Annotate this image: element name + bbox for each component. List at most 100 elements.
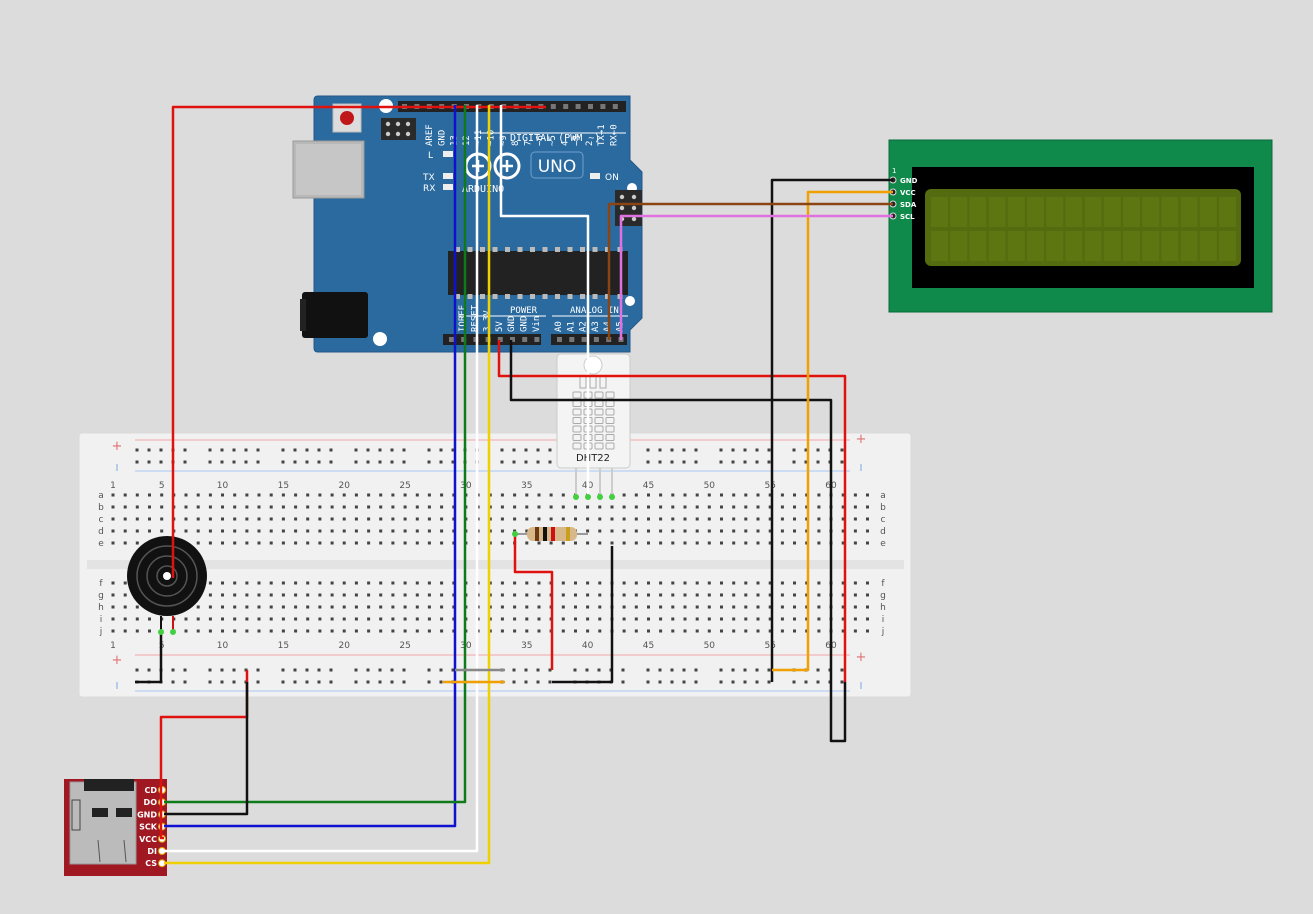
breadboard-hole[interactable] [805, 581, 809, 585]
rail-hole[interactable] [147, 460, 151, 464]
breadboard-hole[interactable] [196, 493, 200, 497]
breadboard-hole[interactable] [817, 593, 821, 597]
breadboard-hole[interactable] [330, 617, 334, 621]
breadboard-hole[interactable] [330, 605, 334, 609]
breadboard-hole[interactable] [634, 605, 638, 609]
breadboard-hole[interactable] [233, 505, 237, 509]
breadboard-hole[interactable] [756, 541, 760, 545]
breadboard-hole[interactable] [500, 529, 504, 533]
breadboard-hole[interactable] [683, 541, 687, 545]
breadboard-hole[interactable] [537, 541, 541, 545]
breadboard-hole[interactable] [488, 493, 492, 497]
breadboard-hole[interactable] [427, 493, 431, 497]
breadboard-hole[interactable] [391, 581, 395, 585]
rail-hole[interactable] [755, 680, 759, 684]
rail-hole[interactable] [147, 668, 151, 672]
breadboard-hole[interactable] [148, 517, 151, 521]
breadboard-hole[interactable] [780, 593, 784, 597]
rail-hole[interactable] [767, 460, 771, 464]
breadboard-hole[interactable] [330, 541, 334, 545]
breadboard-hole[interactable] [634, 581, 638, 585]
breadboard-hole[interactable] [768, 505, 772, 509]
breadboard-hole[interactable] [306, 593, 310, 597]
rail-hole[interactable] [524, 448, 528, 452]
breadboard-hole[interactable] [135, 517, 139, 521]
breadboard-hole[interactable] [683, 505, 687, 509]
breadboard-hole[interactable] [841, 541, 845, 545]
breadboard-hole[interactable] [318, 617, 322, 621]
rail-hole[interactable] [755, 668, 759, 672]
breadboard-hole[interactable] [354, 605, 358, 609]
breadboard-hole[interactable] [500, 493, 504, 497]
wire-orange-lcd-vcc[interactable] [772, 190, 893, 672]
breadboard-hole[interactable] [732, 605, 736, 609]
breadboard-hole[interactable] [574, 605, 577, 609]
breadboard-hole[interactable] [622, 617, 626, 621]
rail-hole[interactable] [378, 680, 382, 684]
breadboard-hole[interactable] [695, 505, 699, 509]
breadboard-hole[interactable] [269, 581, 273, 585]
breadboard-hole[interactable] [233, 529, 237, 533]
header-hole[interactable] [575, 104, 581, 109]
header-hole[interactable] [588, 104, 593, 109]
breadboard-hole[interactable] [659, 581, 663, 585]
rail-hole[interactable] [694, 668, 698, 672]
breadboard-hole[interactable] [586, 505, 590, 509]
rail-hole[interactable] [719, 680, 723, 684]
breadboard-hole[interactable] [379, 629, 383, 633]
breadboard-hole[interactable] [294, 581, 298, 585]
breadboard-hole[interactable] [720, 593, 723, 597]
breadboard-hole[interactable] [866, 517, 869, 521]
rail-hole[interactable] [731, 460, 735, 464]
breadboard-hole[interactable] [269, 617, 273, 621]
header-hole[interactable] [449, 337, 454, 342]
header-hole[interactable] [600, 104, 606, 109]
breadboard-hole[interactable] [598, 505, 602, 509]
breadboard-hole[interactable] [513, 629, 517, 633]
header-hole[interactable] [563, 104, 569, 109]
breadboard-hole[interactable] [221, 593, 224, 597]
breadboard-hole[interactable] [720, 505, 723, 509]
rail-hole[interactable] [536, 460, 540, 464]
breadboard-hole[interactable] [659, 505, 663, 509]
breadboard-hole[interactable] [488, 529, 492, 533]
breadboard-hole[interactable] [184, 517, 188, 521]
rail-hole[interactable] [658, 460, 662, 464]
breadboard-hole[interactable] [634, 505, 638, 509]
rail-hole[interactable] [670, 460, 674, 464]
rail-hole[interactable] [719, 460, 723, 464]
breadboard-hole[interactable] [306, 541, 310, 545]
rail-hole[interactable] [536, 448, 540, 452]
breadboard-hole[interactable] [208, 593, 212, 597]
breadboard-hole[interactable] [354, 593, 358, 597]
breadboard-hole[interactable] [598, 593, 602, 597]
rail-hole[interactable] [548, 448, 552, 452]
rail-hole[interactable] [658, 680, 662, 684]
breadboard-hole[interactable] [853, 505, 857, 509]
breadboard-hole[interactable] [598, 629, 602, 633]
wire-black-lcd-gnd[interactable] [770, 178, 893, 682]
breadboard-hole[interactable] [415, 629, 419, 633]
breadboard-hole[interactable] [537, 493, 541, 497]
rail-hole[interactable] [390, 668, 394, 672]
rail-hole[interactable] [670, 680, 674, 684]
breadboard-hole[interactable] [732, 617, 736, 621]
breadboard-hole[interactable] [379, 605, 383, 609]
breadboard-hole[interactable] [805, 505, 809, 509]
breadboard-hole[interactable] [853, 593, 857, 597]
breadboard-hole[interactable] [671, 593, 675, 597]
breadboard-hole[interactable] [683, 581, 687, 585]
breadboard-hole[interactable] [342, 605, 346, 609]
breadboard-hole[interactable] [245, 629, 249, 633]
rail-hole[interactable] [171, 680, 175, 684]
breadboard-hole[interactable] [221, 541, 224, 545]
breadboard-hole[interactable] [391, 529, 395, 533]
breadboard-hole[interactable] [744, 581, 748, 585]
breadboard-hole[interactable] [330, 505, 334, 509]
rail-hole[interactable] [792, 448, 796, 452]
breadboard-hole[interactable] [634, 593, 638, 597]
breadboard-hole[interactable] [354, 493, 358, 497]
breadboard-hole[interactable] [391, 617, 395, 621]
